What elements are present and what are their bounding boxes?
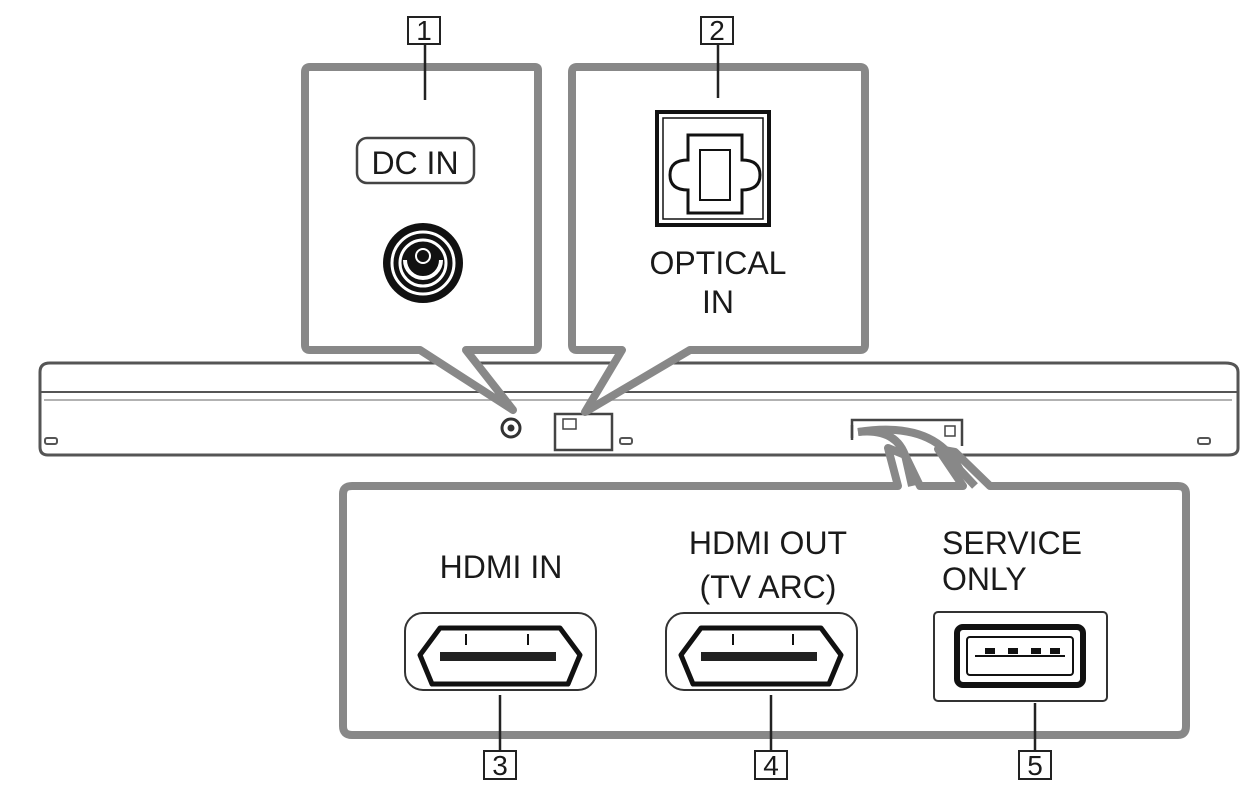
service-only-label-line2: ONLY bbox=[942, 561, 1027, 597]
callout-number-2: 2 bbox=[709, 15, 725, 46]
callout-number-box-4 bbox=[754, 750, 788, 780]
dc-in-label: DC IN bbox=[371, 145, 458, 181]
callout-number-3: 3 bbox=[492, 750, 508, 781]
foot-slot bbox=[44, 437, 58, 445]
foot-slot bbox=[619, 437, 633, 445]
callout-number-box-3 bbox=[483, 750, 517, 780]
callout-dc-in: 1 DC IN bbox=[301, 15, 542, 414]
callout-number-4: 4 bbox=[763, 750, 779, 781]
optical-in-label-line2: IN bbox=[702, 284, 734, 320]
hdmi-out-label-line2: (TV ARC) bbox=[700, 569, 837, 605]
callout-number-5: 5 bbox=[1027, 750, 1043, 781]
optical-port-small bbox=[553, 412, 614, 452]
callout-number-box-2 bbox=[700, 16, 734, 45]
hdmi-in-port-icon bbox=[404, 612, 597, 691]
hdmi-in-label: HDMI IN bbox=[440, 549, 563, 585]
callout-hdmi-usb: HDMI IN HDMI OUT (TV ARC) SERVICE ONLY bbox=[339, 425, 1190, 752]
soundbar-body bbox=[38, 361, 1240, 457]
foot-slot bbox=[1197, 437, 1211, 445]
dc-jack-icon bbox=[383, 223, 463, 303]
optical-in-label-line1: OPTICAL bbox=[650, 245, 787, 281]
usb-port-icon bbox=[933, 611, 1108, 702]
callout-number-box-5 bbox=[1018, 750, 1052, 780]
dc-jack-small bbox=[500, 417, 522, 439]
hdmi-out-port-icon bbox=[665, 612, 858, 691]
dc-in-label-box bbox=[355, 136, 476, 185]
hdmi-out-label-line1: HDMI OUT bbox=[689, 525, 847, 561]
optical-port-icon bbox=[655, 110, 771, 227]
callout-optical-in: 2 OPTICAL IN bbox=[568, 15, 869, 416]
service-only-label-line1: SERVICE bbox=[942, 525, 1082, 561]
callout-number-1: 1 bbox=[416, 15, 432, 46]
callout-number-box-1 bbox=[407, 16, 441, 45]
